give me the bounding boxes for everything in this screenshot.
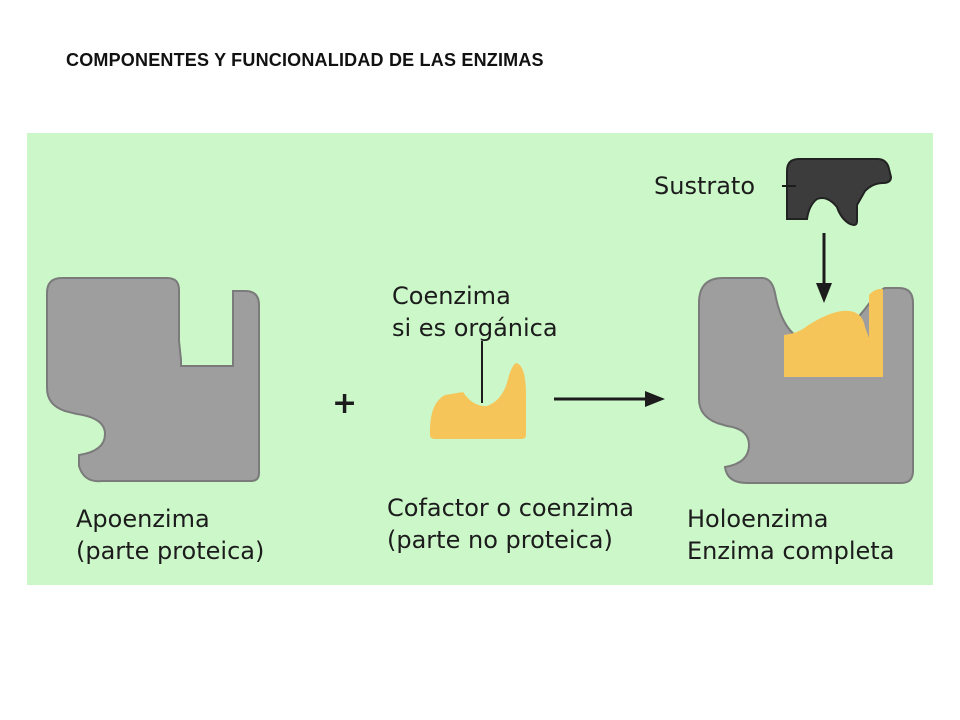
substrate-shape — [786, 158, 893, 226]
apoenzyme-shape — [46, 277, 260, 483]
diagram-canvas: + Sustrato Coenzima si es orgánica Apoen… — [27, 133, 933, 585]
enzyme-diagram: + Sustrato Coenzima si es orgánica Apoen… — [27, 133, 933, 585]
apoenzyme-sublabel: (parte proteica) — [76, 537, 264, 565]
coenzyme-shape — [429, 363, 526, 439]
holoenzyme-sublabel: Enzima completa — [687, 537, 894, 565]
page-title: COMPONENTES Y FUNCIONALIDAD DE LAS ENZIM… — [66, 50, 544, 70]
substrate-arrow-head — [816, 283, 832, 303]
cofactor-sublabel: (parte no proteica) — [387, 526, 613, 554]
cofactor-label: Cofactor o coenzima — [387, 494, 634, 522]
reaction-arrow-head — [645, 391, 665, 407]
substrate-label: Sustrato — [654, 172, 755, 200]
coenzyme-note-line2: si es orgánica — [392, 314, 558, 342]
holoenzyme-coenzyme-shape — [784, 288, 883, 377]
coenzyme-note-line1: Coenzima — [392, 282, 511, 310]
apoenzyme-label: Apoenzima — [76, 505, 210, 533]
plus-sign: + — [332, 386, 357, 421]
holoenzyme-label: Holoenzima — [687, 505, 828, 533]
